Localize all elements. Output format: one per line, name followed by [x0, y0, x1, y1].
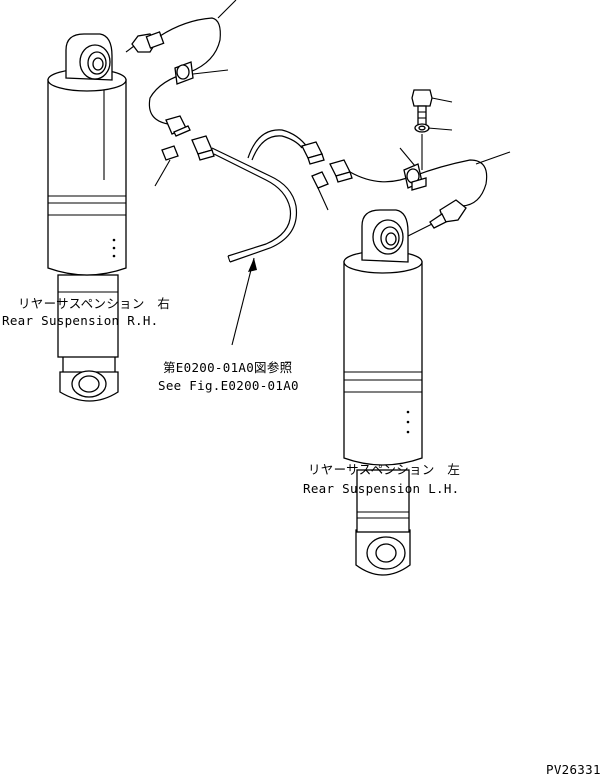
rear-suspension-rh	[47, 33, 127, 402]
rh-sensor-harness	[125, 0, 237, 137]
label-rear-suspension-rh-en: Rear Suspension R.H.	[2, 313, 159, 328]
label-reference-en: See Fig.E0200-01A0	[158, 378, 299, 393]
lh-sensor-harness	[329, 89, 511, 237]
center-harness	[154, 129, 329, 346]
label-rear-suspension-rh-jp: リヤーサスペンション 右	[18, 296, 171, 311]
label-reference-jp: 第E0200-01A0図参照	[163, 360, 293, 375]
rear-suspension-lh	[343, 209, 423, 576]
label-rear-suspension-lh-jp: リヤーサスペンション 左	[308, 462, 461, 477]
drawing-number: PV26331	[546, 762, 601, 777]
label-rear-suspension-lh-en: Rear Suspension L.H.	[303, 481, 460, 496]
